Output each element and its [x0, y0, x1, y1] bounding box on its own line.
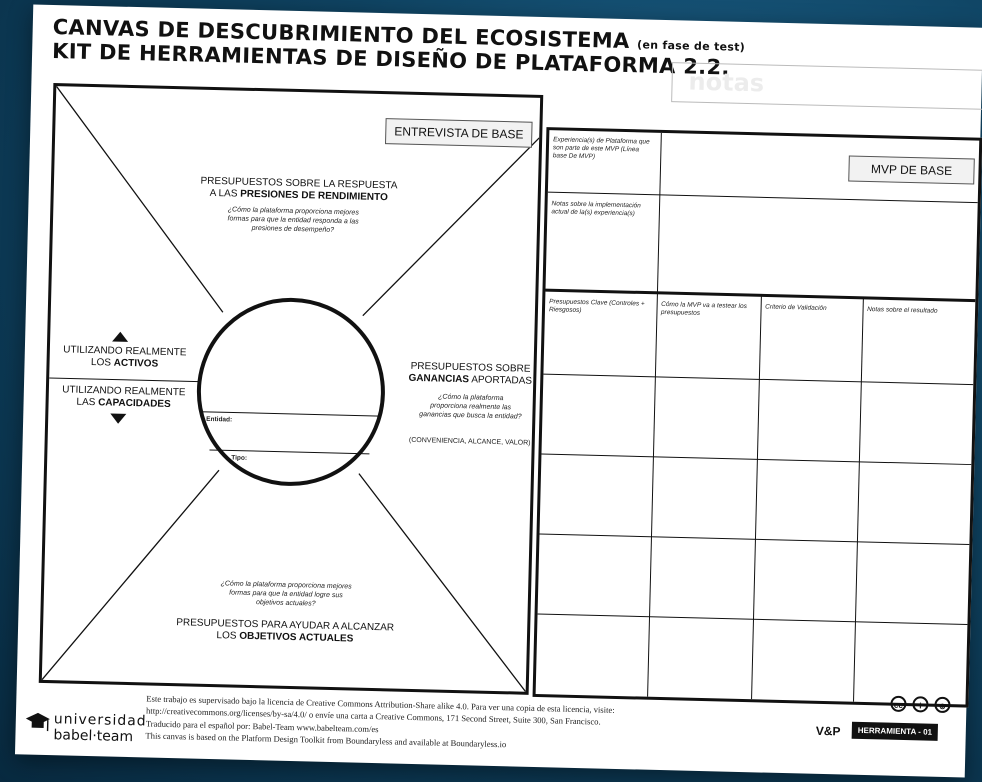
base-mvp-canvas: MVP DE BASE Experiencia(s) de Plataforma… [532, 127, 982, 708]
label-capacidades: UTILIZANDO REALMENTE LAS CAPACIDADES [62, 384, 186, 410]
circle-divider-1 [200, 411, 381, 417]
graduation-cap-icon [25, 712, 50, 732]
share-alike-icon: ⊚ [934, 696, 951, 714]
row-line-2 [545, 288, 976, 303]
tool-badge: HERRAMIENTA - 01 [851, 721, 939, 741]
logo-text-babel-team: babel·team [53, 727, 134, 746]
creative-commons-icons: cc i ⊚ [890, 694, 971, 718]
diagonal-top-right [362, 137, 540, 317]
table-header-como-testear: Cómo la MVP va a testear los presupuesto… [660, 300, 747, 317]
question-objetivos: ¿Cómo la plataforma proporciona mejores … [220, 580, 352, 608]
license-footer: Este trabajo es supervisado bajo la lice… [145, 692, 615, 753]
question-presiones: ¿Cómo la plataforma proporciona mejores … [227, 206, 359, 234]
mvp-grid [537, 132, 978, 702]
entity-circle [196, 297, 385, 486]
left-divider [49, 377, 200, 383]
col-line-top [656, 132, 662, 293]
title-note: (en fase de test) [636, 38, 746, 54]
diagonal-top-left [55, 86, 224, 313]
circle-divider-2 [209, 449, 370, 455]
tag-mvp-de-base: MVP DE BASE [848, 155, 975, 185]
tag-entrevista-de-base: ENTREVISTA DE BASE [384, 118, 533, 148]
diagonal-bottom-right [358, 473, 527, 692]
arrow-down-icon [110, 413, 127, 424]
label-ganancias: PRESUPUESTOS SOBRE GANANCIAS APORTADAS [408, 360, 533, 387]
table-row-line-1 [543, 373, 974, 386]
arrow-up-icon [112, 331, 129, 342]
attribution-icon: i [912, 696, 929, 713]
row-line-1 [547, 191, 978, 204]
table-row-line-2 [541, 453, 972, 466]
brand-vp: V&P [815, 723, 841, 739]
question-ganancias: ¿Cómo la plataforma proporciona realment… [419, 393, 522, 421]
table-row-line-3 [539, 533, 970, 546]
label-activos: UTILIZANDO REALMENTE LOS ACTIVOS [63, 344, 187, 370]
type-field-label: Tipo: [231, 454, 248, 462]
table-row-line-4 [537, 613, 968, 626]
notes-label: notas [688, 67, 765, 98]
entity-field-label: Entidad: [206, 415, 233, 424]
col-line-1 [647, 292, 658, 697]
cc-icon: cc [890, 695, 907, 713]
canvas-sheet: CANVAS DE DESCUBRIMIENTO DEL ECOSISTEMA … [14, 4, 982, 778]
table-header-presupuestos: Presupuestos Clave (Controles + Riesgoso… [548, 298, 645, 314]
row-label-notas: Notas sobre la implementación actual de … [551, 200, 641, 218]
diagonal-bottom-left [41, 469, 220, 681]
interview-diagram [41, 86, 540, 692]
notes-box[interactable]: notas [671, 62, 982, 110]
col-line-2 [751, 295, 762, 700]
universidad-babel-team-logo: universidad babel·team [23, 704, 147, 747]
base-interview-canvas: ENTREVISTA DE BASE PRESUPUESTOS SOBRE LA… [38, 83, 544, 695]
row-label-experiencias: Experiencia(s) de Plataforma que son par… [552, 136, 650, 160]
col-line-3 [853, 297, 864, 702]
